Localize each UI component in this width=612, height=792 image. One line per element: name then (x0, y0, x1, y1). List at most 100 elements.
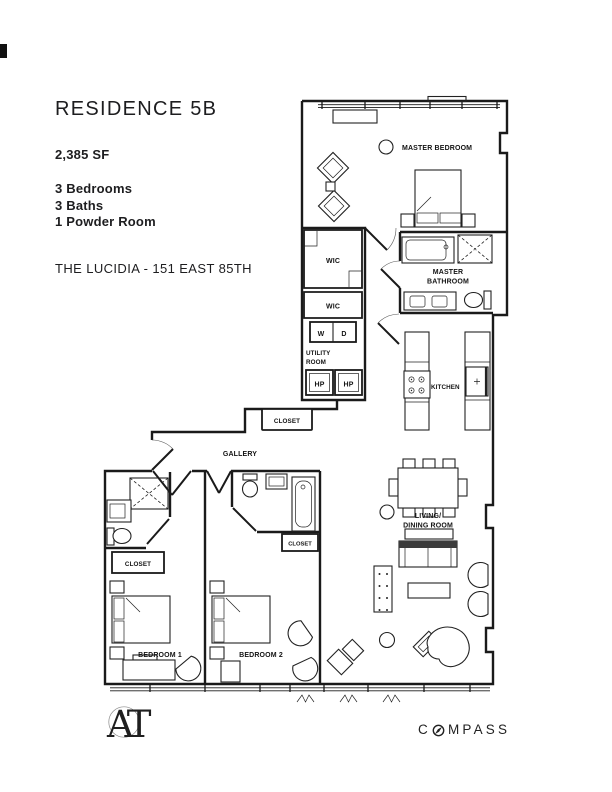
walls (103, 99, 509, 686)
bathtub-icon (401, 236, 455, 264)
bedroom1-suite: CLOSET BEDROOM 1 (106, 477, 207, 687)
accent-chair-icon (316, 151, 350, 185)
bedroom1-closet: CLOSET (111, 551, 165, 574)
compass-logo: C MPASS (418, 722, 510, 737)
shower-icon (457, 234, 493, 264)
nightstand-icon (209, 646, 225, 660)
dresser-icon (332, 109, 378, 124)
living-dining-label-2: DINING ROOM (403, 523, 453, 530)
bedroom2-closet: CLOSET (281, 533, 319, 552)
bedroom2-closet-label: CLOSET (288, 542, 312, 548)
feature-list: 3 Bedrooms 3 Baths 1 Powder Room (55, 181, 156, 231)
grand-piano-icon (412, 626, 470, 668)
coffee-table-icon (407, 582, 451, 599)
sink-icon (265, 473, 288, 490)
bedroom1-label: BEDROOM 1 (138, 652, 182, 659)
edge-mark (0, 44, 7, 58)
gallery-label: GALLERY (223, 451, 257, 458)
bed-icon (211, 595, 271, 644)
console-table-icon (404, 528, 454, 540)
shower-icon (129, 477, 169, 510)
chair-icon (282, 618, 315, 652)
toilet-icon (106, 527, 132, 546)
hall-closet-label: CLOSET (274, 418, 300, 425)
lounge-chair-icon (326, 648, 354, 676)
master-bedroom: MASTER BEDROOM (316, 109, 476, 228)
master-hall-door-swing (386, 227, 397, 251)
master-bathroom-label-1: MASTER (433, 269, 463, 276)
utility-wing: WIC WIC W D UTILITY ROOM HP HP (305, 258, 363, 396)
washer-dryer-icon: W D (309, 321, 357, 343)
wic-upper-room (303, 229, 363, 289)
building-address: THE LUCIDIA - 151 EAST 85TH (55, 261, 252, 276)
kitchen-door-leaf (377, 322, 400, 345)
armchair-icon (467, 561, 489, 589)
windows (110, 95, 500, 703)
feature-bedrooms: 3 Bedrooms (55, 181, 133, 196)
vanity-sink-icon (403, 291, 457, 311)
bed-icon (414, 169, 462, 228)
armchair-icon (467, 590, 489, 618)
compass-o-icon (432, 724, 445, 736)
nightstand-icon (109, 580, 125, 594)
compass-letters-rest: MPASS (447, 722, 511, 737)
chair-icon (290, 655, 323, 686)
light-fixture-icon (378, 631, 396, 649)
agent-monogram-logo: AT (86, 696, 166, 757)
casement-marks (296, 694, 401, 703)
master-hall-door-leaf (364, 227, 388, 251)
side-table-icon (325, 181, 336, 192)
sofa-icon (398, 540, 458, 568)
wic-upper-label: WIC (326, 258, 340, 265)
refrigerator-icon (465, 366, 489, 397)
feature-baths: 3 Baths (55, 197, 104, 213)
compass-letter-c: C (418, 722, 431, 737)
master-bath-door-swing (380, 260, 401, 270)
bed-icon (111, 595, 171, 644)
wic-lower-label: WIC (326, 304, 340, 311)
chair-icon (173, 654, 207, 687)
heat-pump-icon: HP (334, 369, 363, 396)
shelf-icon (373, 565, 393, 613)
master-bathroom: MASTER BATHROOM (401, 234, 493, 311)
ottoman-icon (341, 638, 365, 662)
kitchen-door-swing (377, 313, 400, 324)
monogram-letters: AT (106, 703, 152, 746)
sink-icon (106, 499, 132, 523)
utility-room-label-1: UTILITY (306, 350, 331, 357)
heat-pump-1-label: HP (314, 382, 324, 389)
bathtub-icon (291, 476, 316, 532)
master-bath-door-leaf (380, 268, 401, 289)
heat-pump-2-label: HP (343, 382, 353, 389)
nightstand-icon (109, 646, 125, 660)
living-dining-room: LIVING/ DINING ROOM (326, 458, 489, 676)
bedroom2-label: BEDROOM 2 (239, 652, 283, 659)
window-bump (427, 95, 467, 103)
wic-lower-room (303, 291, 363, 319)
monogram-icon: AT (106, 703, 157, 746)
bath1-door-leaf (146, 518, 170, 545)
square-footage: 2,385 SF (55, 147, 110, 162)
bedroom2-suite: CLOSET BEDROOM 2 (209, 473, 323, 686)
stove-icon (403, 370, 431, 399)
master-bedroom-label: MASTER BEDROOM (402, 145, 472, 152)
accent-chair-icon (317, 189, 351, 223)
toilet-icon (241, 473, 259, 498)
master-bathroom-label-2: BATHROOM (427, 279, 469, 286)
dryer-label: D (341, 331, 346, 338)
entry-door-swing (151, 439, 174, 450)
bedroom1-closet-label: CLOSET (125, 561, 151, 568)
light-fixture-icon (378, 139, 394, 155)
utility-room-label-2: ROOM (306, 359, 326, 366)
bath2-door-leaf (232, 507, 257, 532)
heat-pump-icon: HP (305, 369, 334, 396)
bedroom2-door-leaves (206, 470, 232, 494)
doors (146, 227, 401, 545)
bedroom1-door-leaves (152, 470, 192, 496)
dining-table-icon (388, 458, 468, 518)
entry-door-leaf (151, 448, 174, 471)
desk-icon (122, 654, 176, 681)
residence-title: RESIDENCE 5B (55, 98, 218, 120)
living-dining-label-1: LIVING/ (415, 513, 441, 520)
